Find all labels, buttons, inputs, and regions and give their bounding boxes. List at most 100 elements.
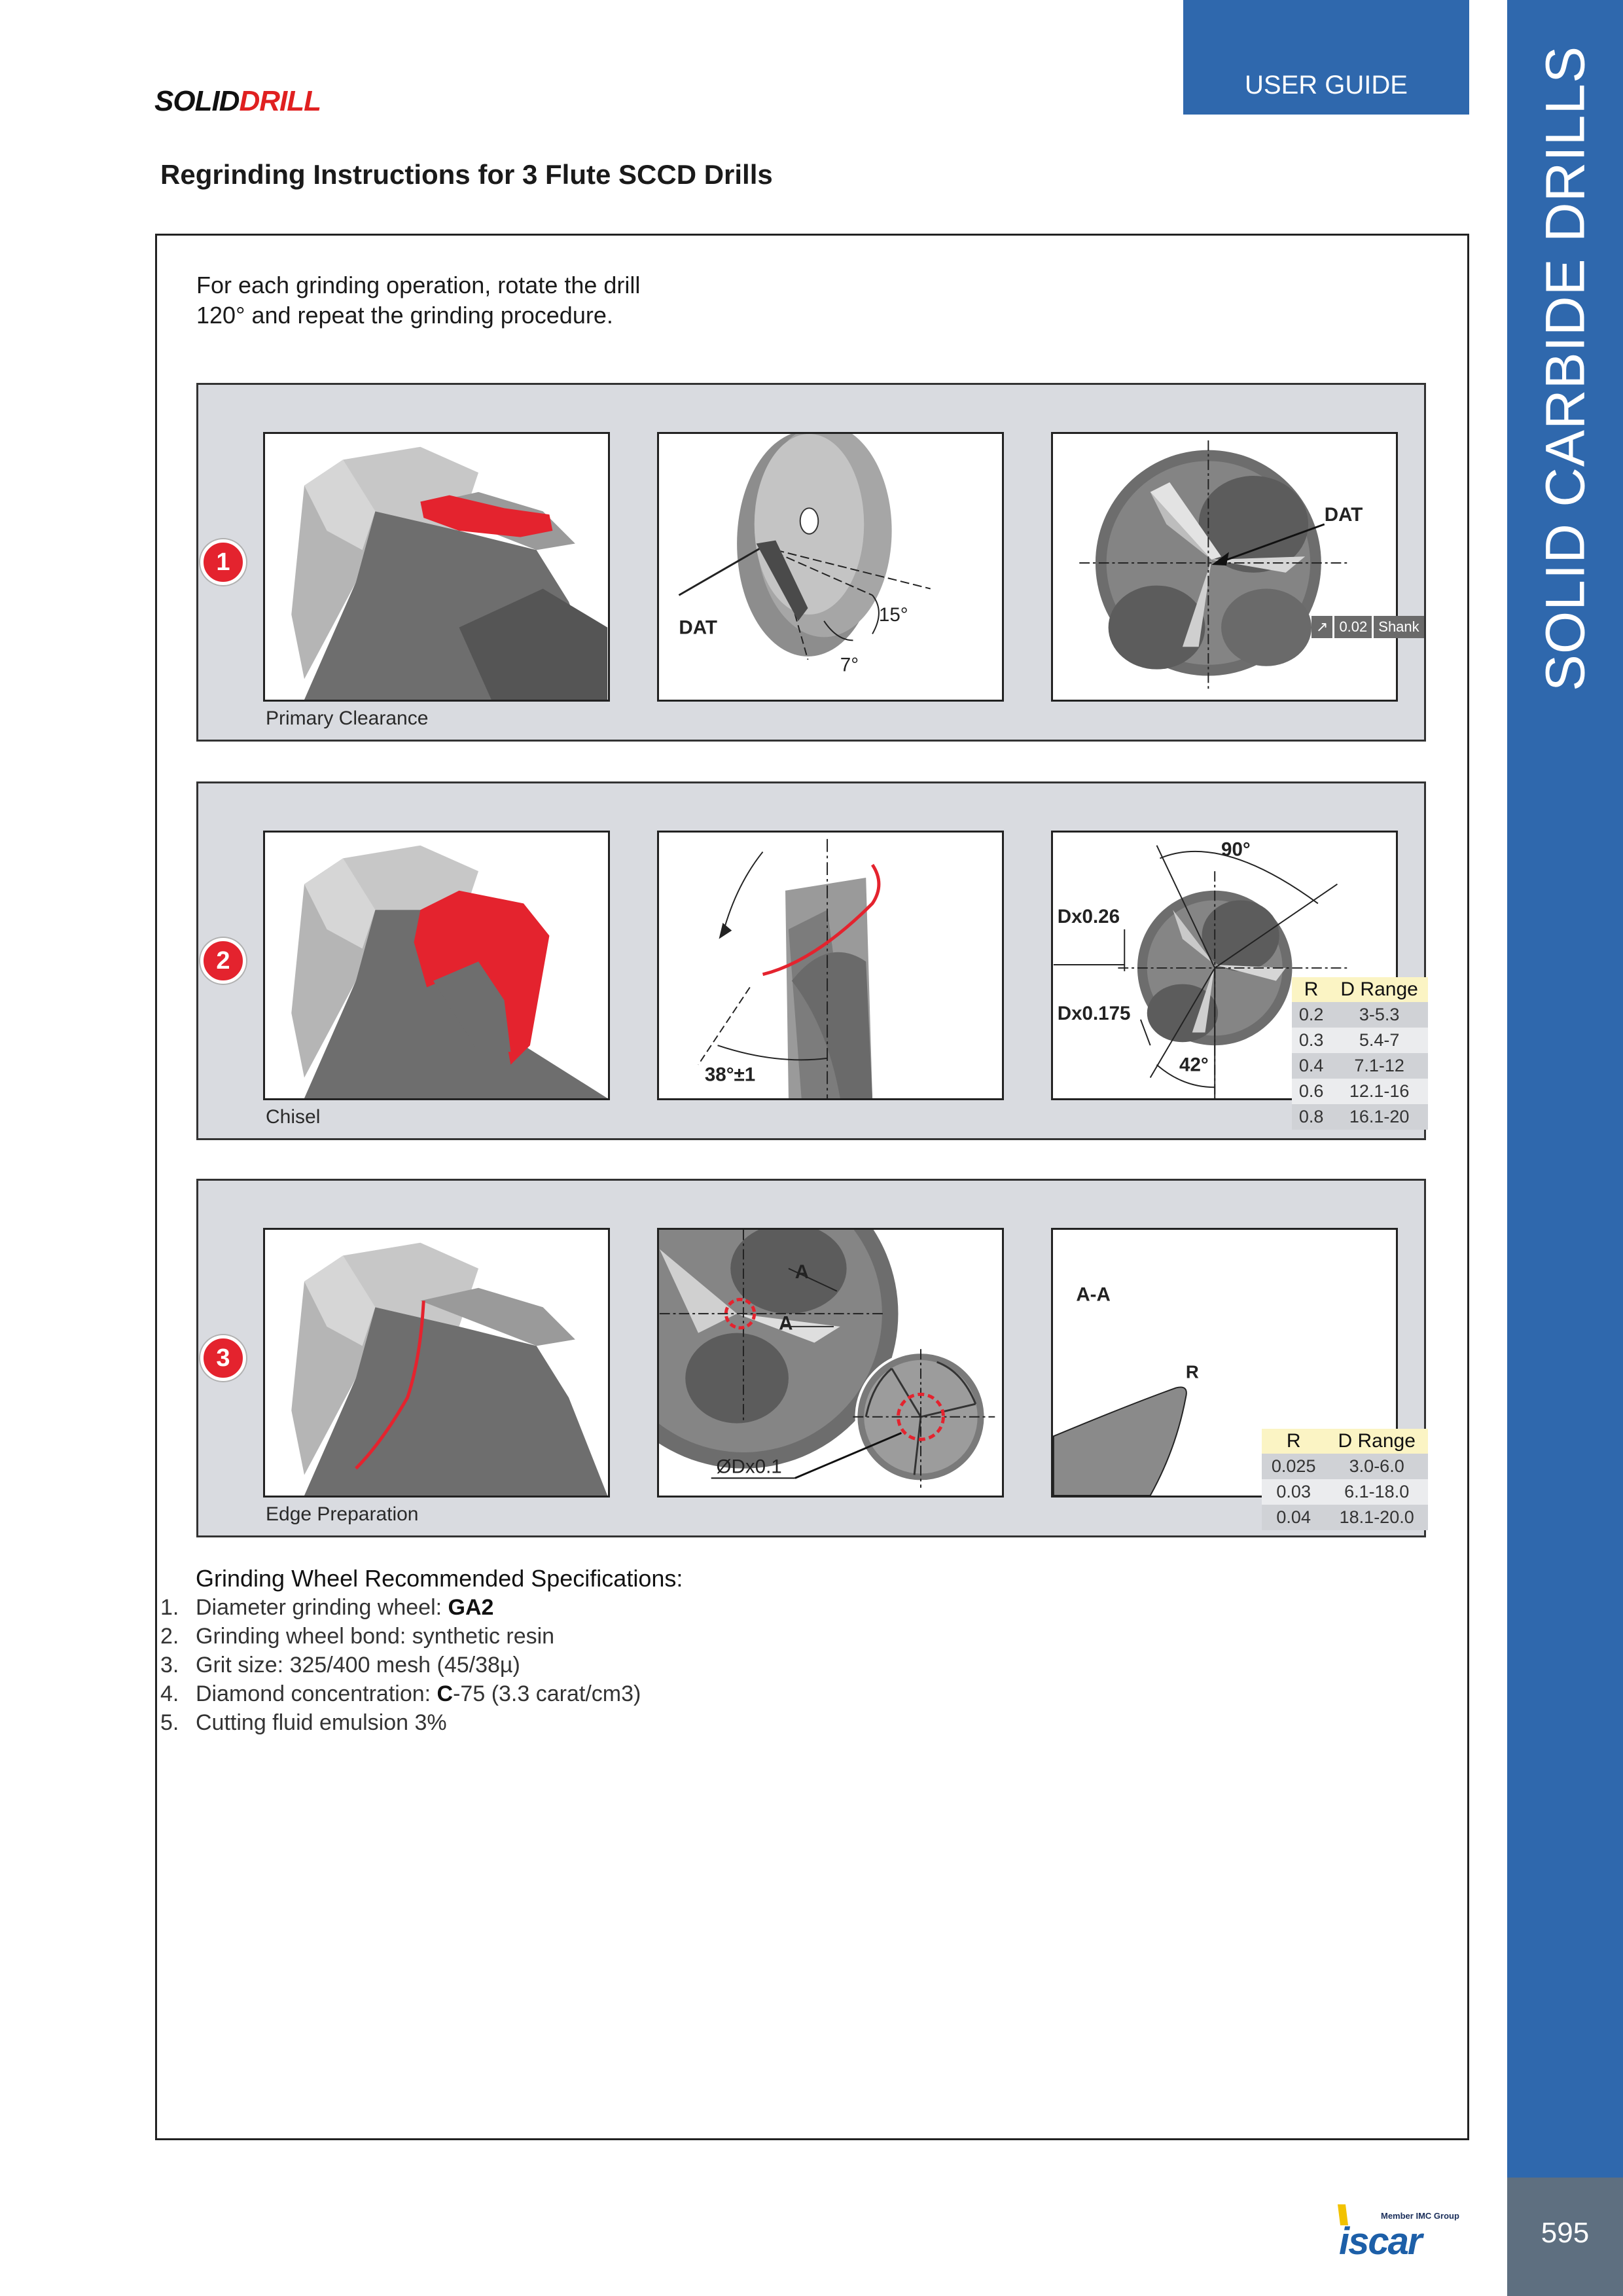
grinding-wheel-diagram: 15° 7° DAT — [657, 432, 1004, 702]
sidebar-title-wrap: SOLID CARBIDE DRILLS — [1507, 0, 1623, 691]
list-item: 1. Diameter grinding wheel: GA2 — [160, 1593, 683, 1622]
section-a-mid-label: A — [779, 1313, 793, 1335]
list-bold: C — [437, 1681, 454, 1706]
specs-title: Grinding Wheel Recommended Specification… — [196, 1565, 683, 1592]
angle-7-label: 7° — [840, 655, 859, 676]
wheel-specifications: Grinding Wheel Recommended Specification… — [160, 1564, 683, 1737]
diameter-label: ØDx0.1 — [717, 1456, 782, 1478]
drill-face-dat-diagram: DAT — [1051, 432, 1398, 702]
step-caption: Edge Preparation — [266, 1503, 419, 1525]
table-cell: 3.0-6.0 — [1325, 1454, 1428, 1479]
list-text: Grit size: 325/400 mesh (45/38µ) — [196, 1653, 520, 1677]
iscar-logo: Member IMC Group iscar — [1335, 2199, 1472, 2265]
list-number: 2. — [160, 1624, 179, 1649]
logo-tagline: Member IMC Group — [1381, 2211, 1459, 2221]
table-cell: 3-5.3 — [1330, 1002, 1428, 1028]
intro-text: For each grinding operation, rotate the … — [196, 270, 785, 331]
table-cell: 0.04 — [1262, 1505, 1326, 1530]
step-panel-chisel: 2 38°±1 — [196, 781, 1428, 1140]
angle-42-label: 42° — [1179, 1054, 1209, 1076]
list-number: 1. — [160, 1595, 179, 1620]
runout-tolerance-box: ↗ 0.02 Shank — [1311, 616, 1426, 638]
table-cell: 12.1-16 — [1330, 1079, 1428, 1104]
angle-90-label: 90° — [1221, 838, 1251, 860]
table-cell: 18.1-20.0 — [1325, 1505, 1428, 1530]
step-panel-primary-clearance: 1 15° 7° DAT — [196, 383, 1426, 742]
user-guide-tab — [1183, 0, 1469, 115]
page-number-box — [1507, 2178, 1623, 2296]
sidebar — [1507, 0, 1623, 2178]
table-header: D Range — [1330, 977, 1428, 1002]
list-text: Cutting fluid emulsion 3% — [196, 1710, 447, 1735]
table-cell: 0.6 — [1292, 1079, 1331, 1104]
sidebar-title: SOLID CARBIDE DRILLS — [1534, 45, 1596, 692]
logo-name: iscar — [1339, 2220, 1425, 2263]
list-item: 5. Cutting fluid emulsion 3% — [160, 1708, 683, 1737]
drill-tip-clearance-image — [263, 432, 610, 702]
list-number: 5. — [160, 1710, 179, 1735]
dx0175-label: Dx0.175 — [1058, 1003, 1131, 1024]
list-rest: -75 (3.3 carat/cm3) — [453, 1681, 641, 1706]
edge-section-diagram: A A ØDx0.1 — [657, 1228, 1004, 1498]
dat-face-label: DAT — [1325, 504, 1363, 526]
list-item: 3. Grit size: 325/400 mesh (45/38µ) — [160, 1651, 683, 1679]
specs-list: 1. Diameter grinding wheel: GA2 2. Grindin… — [160, 1593, 683, 1737]
list-text: Diameter grinding wheel: — [196, 1595, 448, 1620]
intro-line-2: 120° and repeat the grinding procedure. — [196, 302, 613, 329]
runout-icon: ↗ — [1311, 616, 1333, 638]
table-header: R — [1292, 977, 1331, 1002]
intro-line-1: For each grinding operation, rotate the … — [196, 272, 641, 298]
list-number: 3. — [160, 1653, 179, 1677]
list-item: 4. Diamond concentration: C-75 (3.3 carat… — [160, 1679, 683, 1708]
list-item: 2. Grinding wheel bond: synthetic resin — [160, 1622, 683, 1651]
angle-15-label: 15° — [879, 604, 908, 626]
table-cell: 0.2 — [1292, 1002, 1331, 1028]
table-cell: 7.1-12 — [1330, 1053, 1428, 1079]
list-text: Diamond concentration: — [196, 1681, 437, 1706]
table-cell: 16.1-20 — [1330, 1104, 1428, 1130]
brand-logo: SOLIDDRILL — [154, 85, 351, 118]
step-number-badge: 2 — [200, 938, 246, 984]
user-guide-label: USER GUIDE — [1245, 71, 1408, 99]
step-caption: Primary Clearance — [266, 708, 429, 729]
runout-ref: Shank — [1374, 616, 1424, 638]
brand-part-solid: SOLID — [154, 85, 240, 117]
section-aa-label: A-A — [1076, 1283, 1111, 1305]
content-frame — [155, 234, 1469, 2140]
step-number-badge: 3 — [200, 1335, 246, 1381]
section-a-top-label: A — [795, 1261, 809, 1283]
table-header: D Range — [1325, 1429, 1428, 1454]
table-cell: 0.3 — [1292, 1028, 1331, 1053]
table-cell: 0.8 — [1292, 1104, 1331, 1130]
list-text: Grinding wheel bond: synthetic resin — [196, 1624, 555, 1649]
table-cell: 0.4 — [1292, 1053, 1331, 1079]
runout-value: 0.02 — [1334, 616, 1372, 638]
table-cell: 5.4-7 — [1330, 1028, 1428, 1053]
dx026-label: Dx0.26 — [1058, 906, 1120, 927]
dat-label: DAT — [679, 617, 717, 638]
list-number: 4. — [160, 1681, 179, 1706]
list-bold: GA2 — [448, 1595, 494, 1620]
table-cell: 0.025 — [1262, 1454, 1326, 1479]
drill-tip-chisel-image — [263, 831, 610, 1100]
step-panel-edge-preparation: 3 A A — [196, 1179, 1428, 1537]
table-header: R — [1262, 1429, 1326, 1454]
radius-label: R — [1186, 1362, 1199, 1382]
step-caption: Chisel — [266, 1106, 321, 1128]
drill-tip-edge-image — [263, 1228, 610, 1498]
brand-part-drill: DRILL — [239, 85, 321, 117]
table-cell: 6.1-18.0 — [1325, 1479, 1428, 1505]
page-title: Regrinding Instructions for 3 Flute SCCD… — [160, 159, 773, 190]
table-cell: 0.03 — [1262, 1479, 1326, 1505]
chisel-side-diagram: 38°±1 — [657, 831, 1004, 1100]
page-number: 595 — [1541, 2217, 1590, 2249]
